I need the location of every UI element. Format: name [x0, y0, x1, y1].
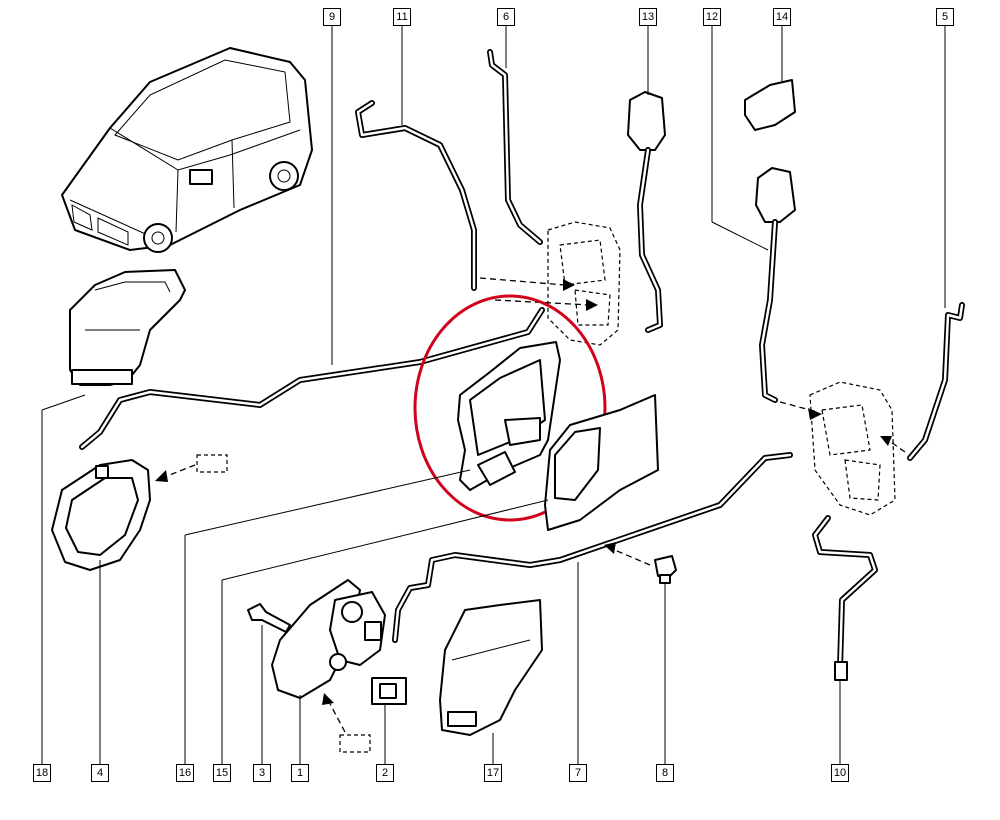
part-1-clip-arrow [322, 693, 371, 753]
part-15-outer-housing [544, 394, 659, 531]
callout-4: 4 [91, 764, 109, 782]
part-4-clip-arrow [155, 454, 228, 482]
callout-9: 9 [323, 8, 341, 26]
part-6-rod [487, 49, 543, 245]
callout-11: 11 [393, 8, 411, 26]
part-16-inner-housing [457, 341, 561, 491]
callout-13: 13 [639, 8, 657, 26]
part-5-rod [907, 302, 965, 461]
callout-16: 16 [176, 764, 194, 782]
part-10-rod [812, 515, 878, 681]
callout-8: 8 [656, 764, 674, 782]
callout-12: 12 [703, 8, 721, 26]
callout-14: 14 [773, 8, 791, 26]
callout-1: 1 [291, 764, 309, 782]
callout-17: 17 [484, 764, 502, 782]
vehicle-illustration [61, 47, 313, 253]
part-3-screw [247, 603, 291, 633]
part-13-lock-knob [627, 91, 666, 333]
part-8-fastener [654, 555, 677, 584]
lock-mechanism-ghost-right [779, 381, 906, 516]
part-1-exterior-handle [271, 579, 386, 699]
callout-3: 3 [253, 764, 271, 782]
callout-15: 15 [213, 764, 231, 782]
part-14-cap [744, 79, 796, 131]
part-12-lock-knob [755, 167, 796, 403]
part-17-lower-housing [439, 599, 543, 736]
part-18-upper-housing [69, 269, 186, 386]
part-2-clip [371, 677, 407, 705]
callout-2: 2 [376, 764, 394, 782]
part-9-interior-rod [79, 307, 545, 450]
leader-lines [41, 25, 946, 765]
callout-7: 7 [569, 764, 587, 782]
callout-18: 18 [33, 764, 51, 782]
callout-6: 6 [497, 8, 515, 26]
part-11-rod [355, 100, 477, 291]
highlight-circle [413, 294, 607, 522]
callout-10: 10 [831, 764, 849, 782]
callout-5: 5 [936, 8, 954, 26]
part-4-interior-handle [51, 459, 151, 571]
part-7-rod [392, 452, 793, 643]
lock-mechanism-ghost-upper [479, 221, 621, 346]
